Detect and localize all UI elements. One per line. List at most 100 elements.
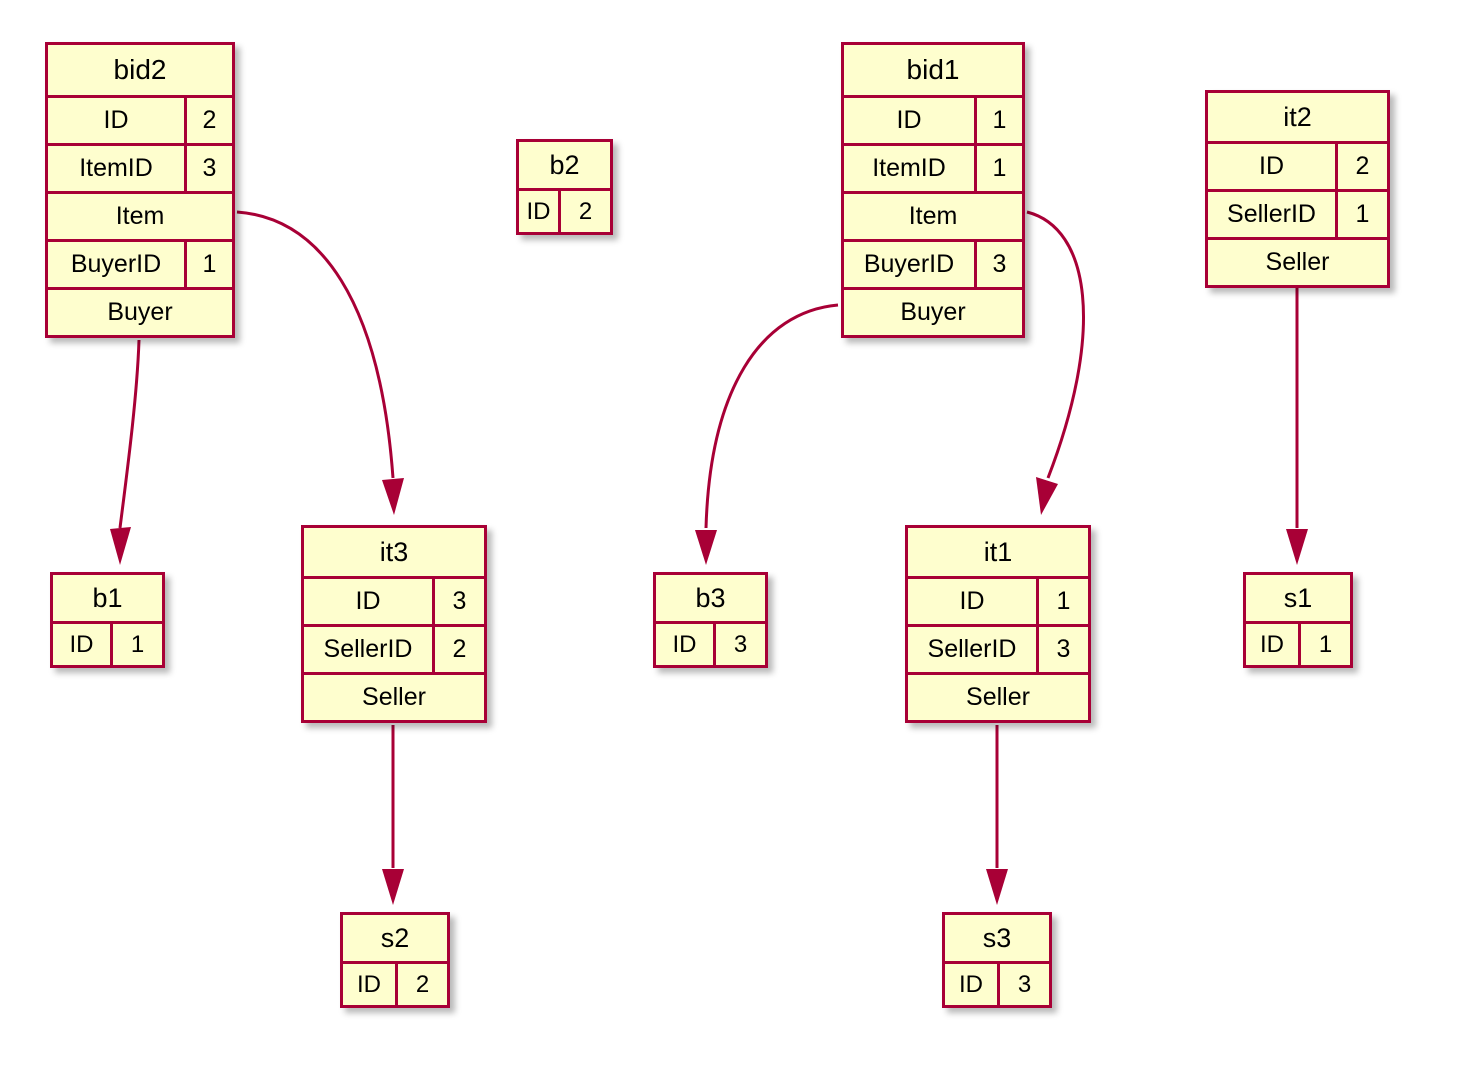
field-value: 1 <box>974 146 1022 191</box>
object-it2[interactable]: it2 ID 2 SellerID 1 Seller <box>1205 90 1390 288</box>
field-value: 2 <box>432 627 484 672</box>
field-label: BuyerID <box>844 242 974 287</box>
arrowhead-icon <box>695 530 717 565</box>
link-bid2-item-to-it3 <box>236 210 404 515</box>
field-label: SellerID <box>304 627 432 672</box>
field-value: 3 <box>1036 627 1088 672</box>
field-label: BuyerID <box>48 242 184 287</box>
object-bid1-row-buyer: Buyer <box>844 287 1022 335</box>
field-label: ID <box>519 191 558 232</box>
object-bid1-row-buyerid: BuyerID 3 <box>844 239 1022 287</box>
object-b2-title: b2 <box>519 142 610 188</box>
object-bid2-row-id: ID 2 <box>48 95 232 143</box>
link-line <box>236 210 395 479</box>
arrowhead-icon <box>1036 477 1058 515</box>
field-label: Buyer <box>844 290 1022 335</box>
object-bid2-row-itemid: ItemID 3 <box>48 143 232 191</box>
object-bid2-title: bid2 <box>48 45 232 95</box>
field-label: Item <box>48 194 232 239</box>
link-line <box>704 303 839 529</box>
field-value: 3 <box>713 624 765 665</box>
object-it1-title: it1 <box>908 528 1088 576</box>
field-value: 1 <box>1036 579 1088 624</box>
field-label: ID <box>656 624 713 665</box>
object-s1-row-id: ID 1 <box>1246 621 1350 665</box>
object-it2-row-id: ID 2 <box>1208 141 1387 189</box>
arrowhead-icon <box>1286 529 1308 565</box>
field-value: 1 <box>974 98 1022 143</box>
link-it2-seller-to-s1 <box>1286 288 1308 565</box>
object-it3-row-sellerid: SellerID 2 <box>304 624 484 672</box>
field-value: 2 <box>1335 144 1387 189</box>
object-s2-row-id: ID 2 <box>343 961 447 1005</box>
arrowhead-icon <box>986 869 1008 905</box>
object-b3[interactable]: b3 ID 3 <box>653 572 768 668</box>
field-value: 3 <box>974 242 1022 287</box>
object-s1-title: s1 <box>1246 575 1350 621</box>
object-b2[interactable]: b2 ID 2 <box>516 139 613 235</box>
field-value: 2 <box>184 98 232 143</box>
object-it3-row-id: ID 3 <box>304 576 484 624</box>
field-label: ID <box>343 964 395 1005</box>
object-s2[interactable]: s2 ID 2 <box>340 912 450 1008</box>
field-value: 2 <box>395 964 447 1005</box>
field-value: 1 <box>1335 192 1387 237</box>
link-it1-seller-to-s3 <box>986 725 1008 905</box>
object-it1-row-seller: Seller <box>908 672 1088 720</box>
field-value: 1 <box>110 624 162 665</box>
link-bid1-buyer-to-b3 <box>695 303 839 565</box>
link-line <box>1026 210 1085 479</box>
object-bid2-row-buyerid: BuyerID 1 <box>48 239 232 287</box>
object-bid1-row-itemid: ItemID 1 <box>844 143 1022 191</box>
object-it1[interactable]: it1 ID 1 SellerID 3 Seller <box>905 525 1091 723</box>
field-value: 1 <box>1298 624 1350 665</box>
link-bid2-buyer-to-b1 <box>110 339 141 565</box>
object-s3-row-id: ID 3 <box>945 961 1049 1005</box>
object-b1-title: b1 <box>53 575 162 621</box>
object-s1[interactable]: s1 ID 1 <box>1243 572 1353 668</box>
arrowhead-icon <box>382 869 404 905</box>
object-b2-row-id: ID 2 <box>519 188 610 232</box>
object-bid1[interactable]: bid1 ID 1 ItemID 1 Item BuyerID 3 Buyer <box>841 42 1025 338</box>
field-label: ItemID <box>844 146 974 191</box>
object-bid2[interactable]: bid2 ID 2 ItemID 3 Item BuyerID 1 Buyer <box>45 42 235 338</box>
object-b3-row-id: ID 3 <box>656 621 765 665</box>
object-it3-row-seller: Seller <box>304 672 484 720</box>
object-bid1-row-id: ID 1 <box>844 95 1022 143</box>
arrowhead-icon <box>382 478 404 515</box>
object-b1-row-id: ID 1 <box>53 621 162 665</box>
object-it3-title: it3 <box>304 528 484 576</box>
field-value: 1 <box>184 242 232 287</box>
object-it1-row-id: ID 1 <box>908 576 1088 624</box>
link-line <box>118 339 141 529</box>
field-value: 3 <box>997 964 1049 1005</box>
field-label: SellerID <box>908 627 1036 672</box>
object-it1-row-sellerid: SellerID 3 <box>908 624 1088 672</box>
field-label: ID <box>1208 144 1335 189</box>
object-b1[interactable]: b1 ID 1 <box>50 572 165 668</box>
field-label: Buyer <box>48 290 232 335</box>
field-value: 3 <box>432 579 484 624</box>
field-label: ID <box>1246 624 1298 665</box>
arrowhead-icon <box>110 527 131 565</box>
field-label: ID <box>304 579 432 624</box>
field-label: Item <box>844 194 1022 239</box>
field-label: ID <box>53 624 110 665</box>
object-it3[interactable]: it3 ID 3 SellerID 2 Seller <box>301 525 487 723</box>
object-s3[interactable]: s3 ID 3 <box>942 912 1052 1008</box>
field-label: ID <box>945 964 997 1005</box>
object-bid1-row-item: Item <box>844 191 1022 239</box>
object-it2-title: it2 <box>1208 93 1387 141</box>
object-it2-row-sellerid: SellerID 1 <box>1208 189 1387 237</box>
object-bid2-row-item: Item <box>48 191 232 239</box>
field-label: ID <box>908 579 1036 624</box>
object-b3-title: b3 <box>656 575 765 621</box>
object-it2-row-seller: Seller <box>1208 237 1387 285</box>
field-label: ID <box>48 98 184 143</box>
object-bid1-title: bid1 <box>844 45 1022 95</box>
object-s2-title: s2 <box>343 915 447 961</box>
link-bid1-item-to-it1 <box>1026 210 1085 515</box>
object-s3-title: s3 <box>945 915 1049 961</box>
field-label: ID <box>844 98 974 143</box>
